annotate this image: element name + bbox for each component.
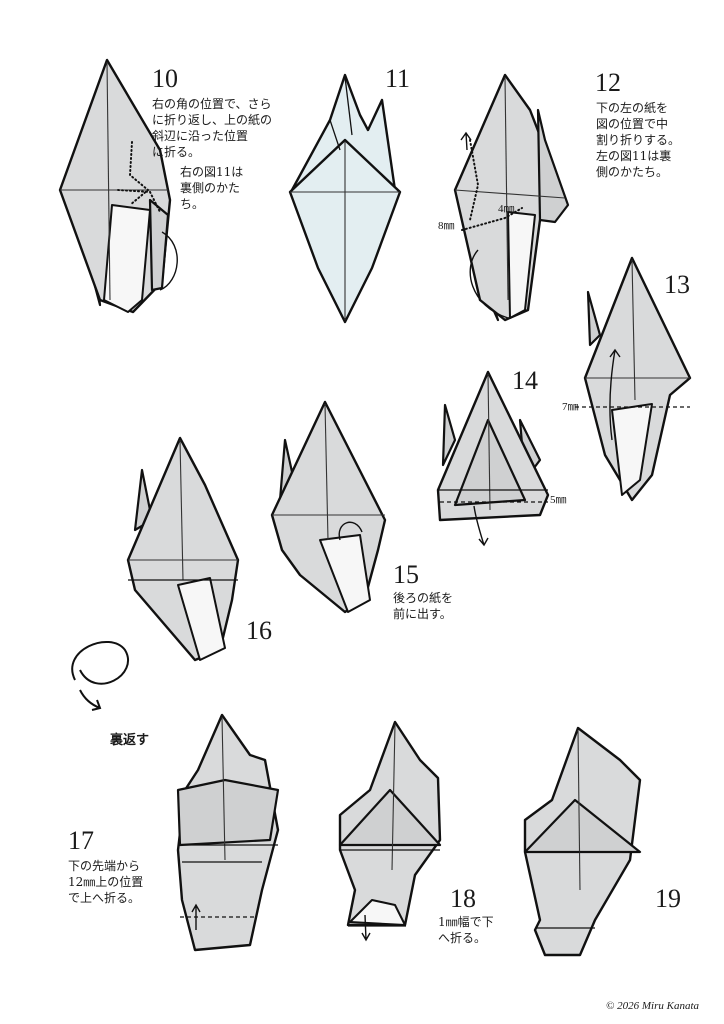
- step-17-instruction: 下の先端から 12㎜上の位置 で上へ折る。: [68, 859, 144, 905]
- step-11-figure: [288, 73, 402, 324]
- flip-over-symbol: [71, 640, 129, 711]
- step-number-15: 15: [393, 560, 419, 589]
- step-number-11: 11: [385, 64, 411, 93]
- step-number-12: 12: [595, 68, 621, 97]
- copyright-text: © 2026 Miru Kanata: [606, 1000, 700, 1012]
- step-10-figure: [58, 58, 178, 314]
- measure-4mm: 4㎜: [498, 203, 515, 215]
- step-10-instruction: 右の角の位置で、さら に折り返し、上の紙の 斜辺に沿った位置 に折る。: [152, 97, 273, 159]
- measure-7mm: 7㎜: [562, 401, 579, 413]
- step-10-note: 右の図11は 裏側のかた ち。: [180, 165, 244, 211]
- step-number-13: 13: [664, 270, 690, 299]
- step-18-instruction: 1㎜幅で下 へ折る。: [438, 915, 494, 945]
- step-16-figure: [126, 436, 240, 662]
- step-14-figure: [436, 370, 550, 547]
- step-number-17: 17: [68, 826, 94, 855]
- step-number-14: 14: [512, 366, 538, 395]
- step-17-figure: [176, 713, 280, 952]
- step-number-10: 10: [152, 64, 178, 93]
- step-number-16: 16: [246, 616, 272, 645]
- flip-over-label: 裏返す: [110, 733, 150, 748]
- step-12-instruction: 下の左の紙を 図の位置で中 割り折りする。 左の図11は裏 側のかたち。: [596, 101, 681, 179]
- step-13-figure: [575, 256, 692, 502]
- step-15-instruction: 後ろの紙を 前に出す。: [393, 591, 454, 621]
- measure-5mm: 5㎜: [550, 494, 567, 506]
- step-18-figure: [338, 720, 442, 942]
- step-12-figure: [453, 73, 570, 322]
- step-number-18: 18: [450, 884, 476, 913]
- measure-8mm: 8㎜: [438, 220, 455, 232]
- step-19-figure: [523, 726, 642, 957]
- step-number-19: 19: [655, 884, 681, 913]
- step-15-figure: [270, 400, 387, 614]
